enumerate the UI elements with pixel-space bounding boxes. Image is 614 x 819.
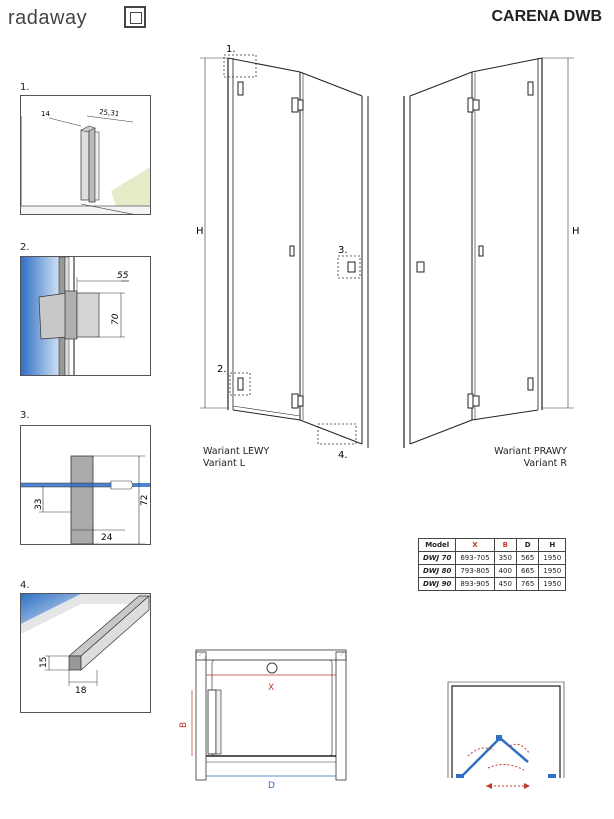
elevation-right-height-label: H: [572, 226, 580, 237]
spec-table-header-row: Model X B D H: [417, 538, 567, 552]
plan-x-label: X: [268, 683, 274, 693]
brand-logo-text: radaway: [8, 7, 88, 29]
detail-1-dim-25-31: 25,31: [99, 108, 120, 118]
variant-right-line2: Variant R: [523, 458, 567, 469]
callout-3: 3.: [338, 245, 348, 256]
detail-1-drawing: 14 25,31: [21, 108, 150, 214]
spec-header-x: X: [455, 538, 495, 552]
variant-right-label: Wariant PRAWY Variant R: [460, 446, 567, 470]
detail-3-dim-33: 33: [34, 499, 44, 510]
detail-3-number: 3.: [20, 410, 30, 421]
plan-d-label: D: [268, 781, 275, 791]
detail-4-dim-18: 18: [75, 686, 87, 696]
square-frame-icon: [124, 6, 146, 28]
spec-cell: 450: [493, 577, 517, 591]
spec-header-h: H: [538, 538, 567, 552]
variant-left-label: Wariant LEWY Variant L: [203, 446, 269, 470]
spec-cell: DWJ 90: [417, 577, 457, 591]
spec-table: Model X B D H DWJ 70 693-705 350 565 195…: [417, 538, 567, 591]
bifold-swing-diagram: [447, 681, 565, 789]
spec-cell: 1950: [538, 564, 567, 578]
detail-1-box: 14 25,31: [20, 95, 151, 215]
detail-2-dim-55: 55: [117, 271, 129, 281]
variant-left-line2: Variant L: [203, 458, 246, 469]
spec-cell: DWJ 80: [417, 564, 457, 578]
callout-1: 1.: [226, 44, 236, 55]
detail-2-dim-70: 70: [111, 313, 121, 325]
detail-2-drawing: 55 70: [21, 257, 129, 375]
door-left-variant: [200, 54, 369, 448]
spec-header-b: B: [493, 538, 517, 552]
detail-1-number: 1.: [20, 82, 30, 93]
spec-header-model: Model: [417, 538, 457, 552]
spec-cell: 893-905: [455, 577, 495, 591]
plan-view: [191, 649, 347, 781]
callout-4: 4.: [338, 450, 348, 461]
spec-header-d: D: [515, 538, 540, 552]
table-row: DWJ 70 693-705 350 565 1950: [417, 551, 567, 565]
table-row: DWJ 90 893-905 450 765 1950: [417, 577, 567, 591]
detail-2-number: 2.: [20, 242, 30, 253]
detail-3-dim-24: 24: [101, 533, 113, 543]
spec-cell: 693-705: [455, 551, 495, 565]
spec-cell: 765: [515, 577, 540, 591]
detail-3-drawing: 72 33 24: [21, 455, 150, 544]
detail-3-box: 72 33 24: [20, 425, 151, 545]
elevation-left-height-label: H: [196, 226, 204, 237]
product-title: CARENA DWB: [491, 8, 602, 25]
variant-right-line1: Wariant PRAWY: [494, 446, 567, 457]
spec-cell: 350: [493, 551, 517, 565]
spec-cell: 1950: [538, 577, 567, 591]
spec-cell: 793-805: [455, 564, 495, 578]
spec-cell: 665: [515, 564, 540, 578]
spec-cell: 565: [515, 551, 540, 565]
detail-4-dim-15: 15: [39, 657, 49, 668]
detail-3-dim-72: 72: [140, 495, 150, 506]
plan-b-label: B: [179, 722, 189, 728]
detail-4-drawing: 15 18: [21, 594, 150, 696]
variant-left-line1: Wariant LEWY: [203, 446, 270, 457]
table-row: DWJ 80 793-805 400 665 1950: [417, 564, 567, 578]
detail-2-box: 55 70: [20, 256, 151, 376]
callout-2: 2.: [217, 364, 227, 375]
door-right-variant: [403, 57, 574, 448]
spec-cell: 400: [493, 564, 517, 578]
spec-cell: DWJ 70: [417, 551, 457, 565]
detail-4-box: 15 18: [20, 593, 151, 713]
spec-cell: 1950: [538, 551, 567, 565]
detail-1-dim-14: 14: [41, 110, 50, 118]
detail-4-number: 4.: [20, 580, 30, 591]
